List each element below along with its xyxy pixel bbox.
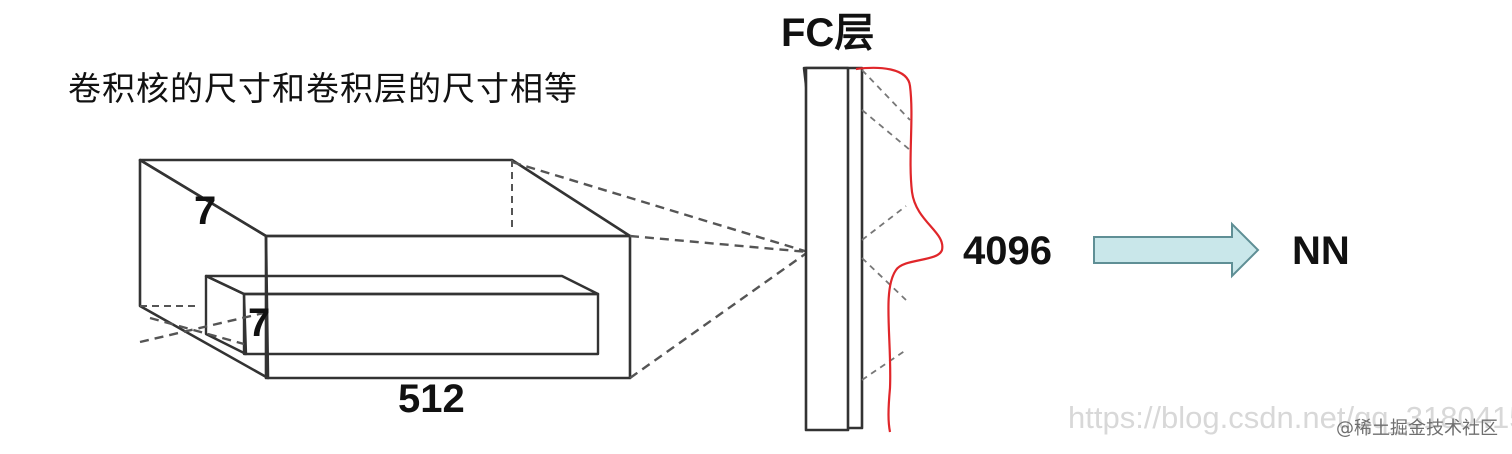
projection-lines <box>139 160 809 379</box>
arrow-right-icon <box>1093 221 1260 279</box>
fc-layer-label: FC层 <box>781 11 874 55</box>
block-hidden-edges <box>140 160 513 307</box>
block-front-face <box>264 234 632 380</box>
fc-layer <box>802 66 864 432</box>
fc-layer-internal-dashes <box>861 69 911 381</box>
dim-width: 512 <box>398 377 465 421</box>
diagram-caption: 卷积核的尺寸和卷积层的尺寸相等 <box>68 69 578 108</box>
brand-label: @稀土掘金技术社区 <box>1336 418 1498 439</box>
kernel-slab <box>204 274 600 356</box>
dim-inner-height: 7 <box>248 301 270 345</box>
dim-top-depth: 7 <box>194 189 216 233</box>
watermark-url: https://blog.csdn.net/qq_31804159 <box>1068 400 1512 435</box>
fc-layer-front <box>804 66 850 432</box>
target-label: NN <box>1292 229 1350 273</box>
output-curve <box>855 66 944 433</box>
output-size-label: 4096 <box>963 229 1052 273</box>
kernel-front-face <box>242 292 600 356</box>
